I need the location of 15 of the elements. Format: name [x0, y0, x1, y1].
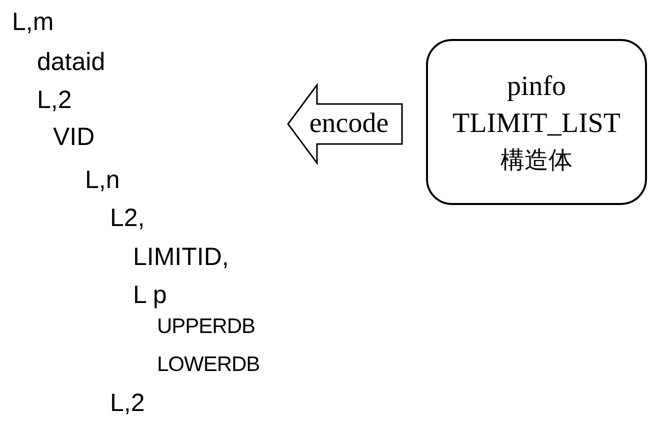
rounded-box: [426, 39, 647, 205]
box-text: TLIMIT_LIST: [452, 108, 622, 140]
code-line: L,2: [37, 86, 72, 114]
code-line: L,m: [12, 8, 54, 36]
box-text: pinfo: [506, 71, 568, 103]
code-line: dataid: [37, 48, 106, 76]
code-line: L p: [133, 281, 167, 309]
code-line: L2,: [110, 204, 145, 232]
code-line: LOWERDB: [157, 352, 260, 378]
code-line: UPPERDB: [157, 314, 256, 340]
code-line: VID: [53, 123, 95, 151]
box-text: 構造体: [500, 145, 574, 176]
code-line: LIMITID,: [133, 243, 229, 271]
code-line: L,n: [85, 166, 120, 194]
code-line: L,2: [110, 389, 145, 417]
